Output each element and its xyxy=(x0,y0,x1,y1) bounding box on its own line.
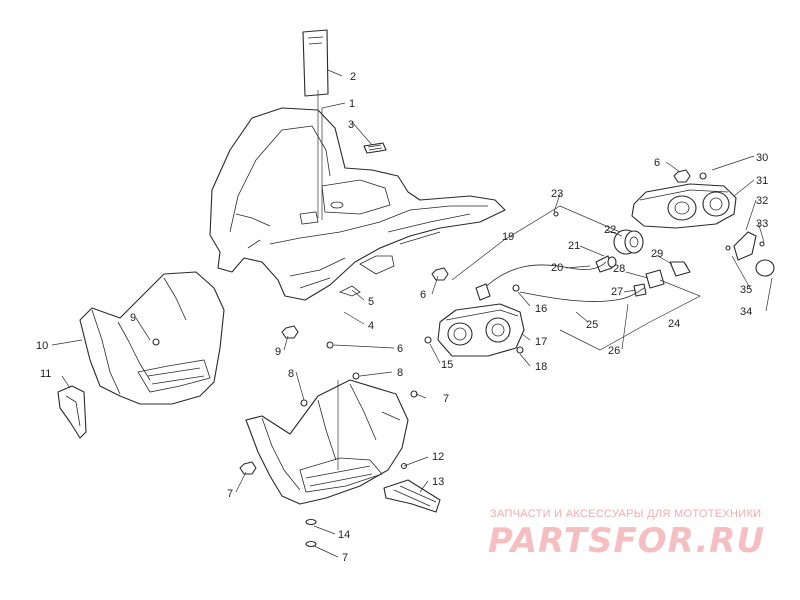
callout-1: 1 xyxy=(349,98,355,110)
callout-6-center: 6 xyxy=(420,289,426,301)
callout-31: 31 xyxy=(756,175,768,187)
watermark-subtitle: ЗАПЧАСТИ И АКСЕССУАРЫ ДЛЯ МОТОТЕХНИКИ xyxy=(490,508,761,520)
socket-small-part xyxy=(645,261,691,289)
callout-7-bottom: 7 xyxy=(342,552,348,564)
callout-23: 23 xyxy=(551,188,563,200)
callout-2: 2 xyxy=(350,71,356,83)
callout-30: 30 xyxy=(756,152,768,164)
left-footwell-part xyxy=(79,271,225,405)
callout-4: 4 xyxy=(368,320,374,332)
callout-10: 10 xyxy=(36,340,48,352)
callout-33: 33 xyxy=(756,218,768,230)
bracket-part xyxy=(733,231,757,261)
fasteners xyxy=(152,169,765,548)
callout-18: 18 xyxy=(535,361,547,373)
callout-6-lower: 6 xyxy=(397,343,403,355)
callout-35: 35 xyxy=(740,284,752,296)
callout-7-left: 7 xyxy=(227,488,233,500)
right-headlight-housing-part xyxy=(631,183,737,229)
callout-20: 20 xyxy=(551,262,563,274)
front-fender-body-part xyxy=(209,107,506,301)
callout-8-right: 8 xyxy=(397,367,403,379)
watermark-logo: PARTSFOR.RU xyxy=(488,521,765,561)
callout-26: 26 xyxy=(608,345,620,357)
callout-22: 22 xyxy=(604,224,616,236)
callout-17: 17 xyxy=(535,336,547,348)
callout-28: 28 xyxy=(613,263,625,275)
callout-24: 24 xyxy=(668,318,680,330)
lamp-socket-part xyxy=(613,229,644,255)
callout-27: 27 xyxy=(611,286,623,298)
right-footwell-part xyxy=(245,379,409,505)
callout-25: 25 xyxy=(586,319,598,331)
callout-29: 29 xyxy=(651,248,663,260)
callout-3: 3 xyxy=(348,119,354,131)
callout-21: 21 xyxy=(568,240,580,252)
side-guard-part xyxy=(57,385,87,439)
callout-5: 5 xyxy=(368,296,374,308)
callout-9-center: 9 xyxy=(275,346,281,358)
callout-16: 16 xyxy=(535,303,547,315)
callout-19: 19 xyxy=(502,231,514,243)
callout-8-left: 8 xyxy=(288,368,294,380)
callout-7-right: 7 xyxy=(443,393,449,405)
callout-14: 14 xyxy=(338,529,350,541)
decal-sheet-part xyxy=(302,29,329,97)
callout-32: 32 xyxy=(756,195,768,207)
label-plate-part xyxy=(363,142,387,154)
watermark: ЗАПЧАСТИ И АКСЕССУАРЫ ДЛЯ МОТОТЕХНИКИ PA… xyxy=(488,508,765,561)
leader-lines xyxy=(51,69,773,558)
callout-9-left: 9 xyxy=(130,312,136,324)
callout-12: 12 xyxy=(432,451,444,463)
left-headlight-housing-part xyxy=(437,303,525,357)
callout-34: 34 xyxy=(740,306,752,318)
callout-6-top: 6 xyxy=(654,157,660,169)
callout-13: 13 xyxy=(432,476,444,488)
plug-part xyxy=(633,283,647,297)
wiring-harness-part xyxy=(475,261,645,302)
callout-labels: 2 1 3 5 4 6 6 6 9 9 10 11 8 8 7 7 7 12 1… xyxy=(36,71,768,564)
callout-11: 11 xyxy=(40,368,51,380)
cap-part xyxy=(755,259,775,277)
callout-15: 15 xyxy=(441,359,453,371)
